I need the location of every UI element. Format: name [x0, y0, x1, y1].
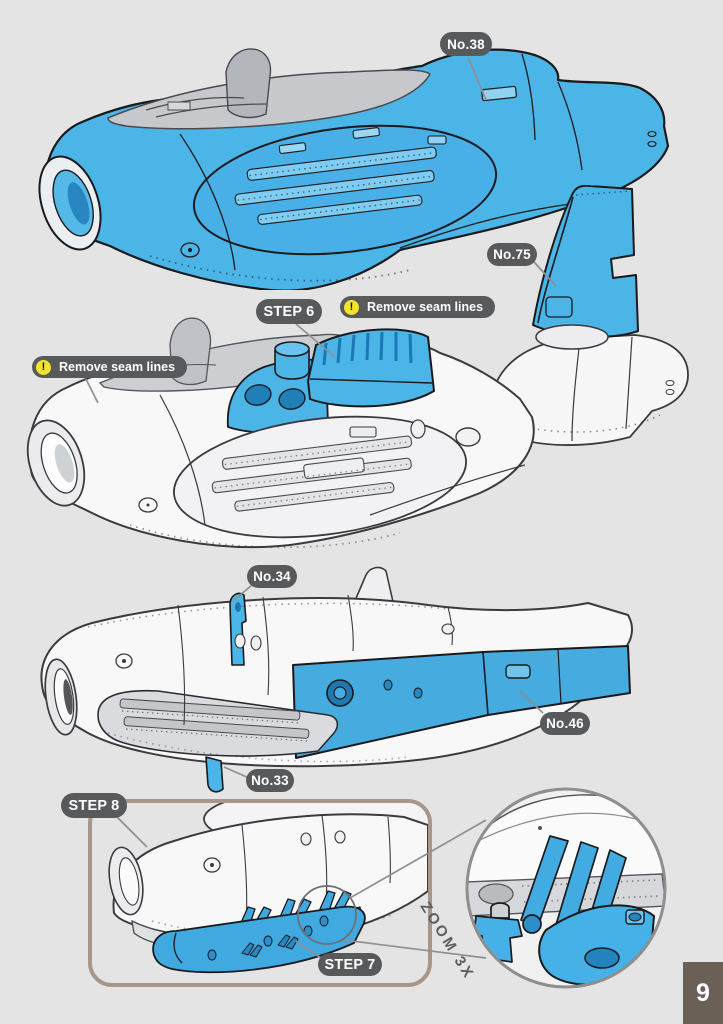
warning-remove-seam-left: ! Remove seam lines: [32, 356, 188, 378]
step7-label: STEP 7: [318, 953, 382, 976]
part-label-no75: No.75: [487, 243, 537, 266]
panel-lines: [149, 53, 657, 282]
part-label-no46: No.46: [540, 712, 590, 735]
nose-opening-3: [44, 658, 78, 736]
warning-text: Remove seam lines: [59, 360, 176, 374]
side-panel-blue-part: [292, 645, 631, 759]
engine-cover: [307, 328, 435, 408]
part-label-no33: No.33: [246, 769, 294, 792]
page-number: 9: [683, 962, 723, 1024]
engine-parts-blue: [226, 328, 435, 434]
part-label-no34: No.34: [247, 565, 297, 588]
side-bay-oval: [192, 124, 498, 256]
cockpit-interior: [107, 48, 431, 130]
zoom-source-circle: [297, 885, 357, 945]
belly-cutout: [97, 689, 339, 757]
ventral-blue-part: [205, 756, 224, 793]
step6-label: STEP 6: [256, 299, 322, 324]
tail-fin-blue-part: [532, 185, 639, 350]
tailplane-fairing: [535, 324, 609, 350]
warning-icon: !: [36, 359, 51, 375]
panel-lines-2: [129, 394, 526, 549]
zoom-detail-circle: [465, 787, 667, 989]
warning-icon: !: [344, 299, 359, 315]
step8-illustration: [108, 803, 428, 974]
warning-text: Remove seam lines: [367, 300, 484, 314]
pilot-seat: [225, 48, 272, 119]
part-label-no38: No.38: [440, 32, 492, 56]
fuselage-blue-illustration: [38, 48, 670, 290]
zoom-skin-panel: [467, 794, 665, 883]
belly-view-illustration: [40, 566, 633, 793]
nose-opening-2: [26, 419, 86, 507]
panel-lines-3: [87, 594, 455, 763]
warning-remove-seam-right: ! Remove seam lines: [340, 296, 496, 318]
step8-label: STEP 8: [61, 793, 127, 818]
nose-opening: [38, 155, 102, 251]
